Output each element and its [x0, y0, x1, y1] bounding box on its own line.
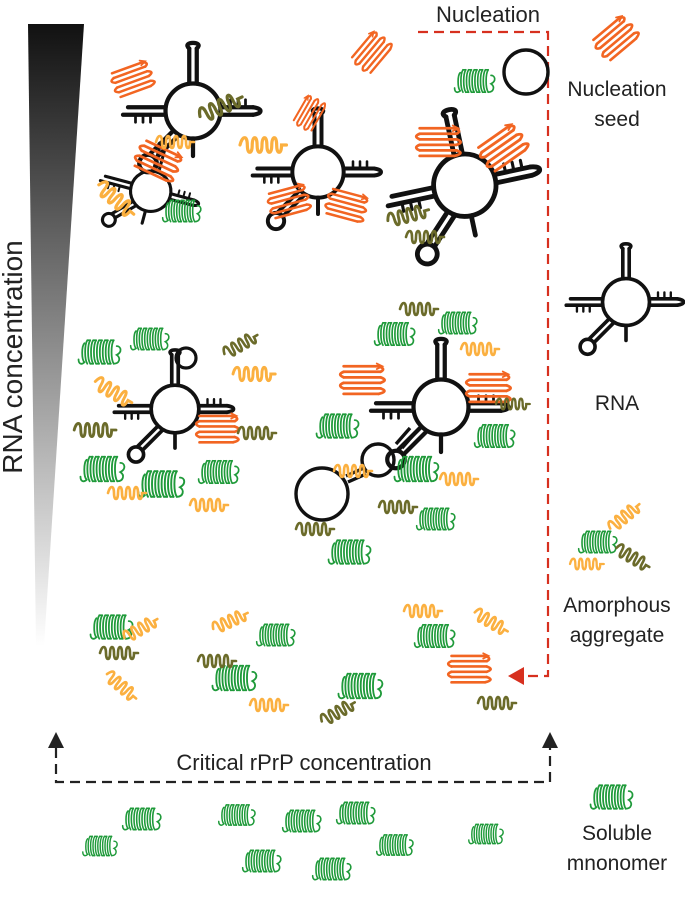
rna-structure-icon	[564, 242, 685, 357]
nucleation-seed-icon	[587, 11, 642, 64]
critical-bracket	[54, 748, 552, 784]
critical-arrow-right	[542, 732, 558, 748]
nucleation-arrowhead	[508, 667, 524, 685]
amorphous-aggregate-3	[317, 672, 384, 728]
amorphous-aggregate-icon	[568, 498, 654, 574]
critical-arrow-left	[48, 732, 64, 748]
rna-aggregate-right	[294, 301, 531, 565]
nucleation-seed-label-1: Nucleation	[567, 78, 666, 101]
soluble-monomers	[81, 801, 505, 881]
nucleation-complex-1	[87, 43, 260, 249]
soluble-monomer-icon	[589, 784, 634, 810]
amorphous-aggregate-1	[89, 612, 162, 705]
rna-concentration-wedge	[28, 24, 84, 646]
nucleation-path	[418, 30, 550, 678]
nucleation-seed-label-2: seed	[594, 108, 640, 131]
rna-label: RNA	[595, 392, 639, 415]
amorphous-aggregate-2	[196, 605, 296, 713]
nucleation-header: Nucleation	[436, 2, 540, 27]
soluble-monomer-label-1: Soluble	[582, 822, 652, 845]
amorphous-aggregate-label-1: Amorphous	[563, 594, 670, 617]
amorphous-aggregate-4	[402, 603, 518, 711]
amorphous-aggregate-label-2: aggregate	[570, 624, 665, 647]
soluble-monomer-label-2: mnonomer	[567, 852, 667, 875]
nucleation-complex-3	[371, 48, 554, 270]
rna-aggregate-left	[72, 327, 278, 513]
y-axis-label: RNA concentration	[0, 240, 28, 473]
critical-label: Critical rPrP concentration	[176, 750, 431, 775]
